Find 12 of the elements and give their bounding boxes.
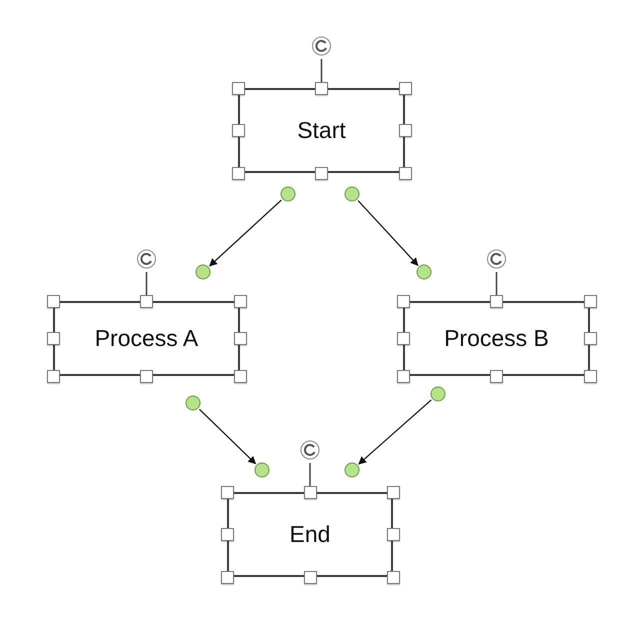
arrow (358, 200, 418, 266)
box-label: Process A (94, 325, 198, 352)
process-box (403, 301, 590, 376)
arrow (358, 400, 432, 465)
box-label: Process B (444, 325, 549, 352)
process-box (238, 88, 405, 173)
process-box (227, 492, 393, 577)
box-label: End (290, 521, 330, 548)
process-box (53, 301, 240, 376)
arrow (199, 408, 256, 464)
arrow (209, 200, 282, 266)
box-label: Start (297, 117, 346, 144)
